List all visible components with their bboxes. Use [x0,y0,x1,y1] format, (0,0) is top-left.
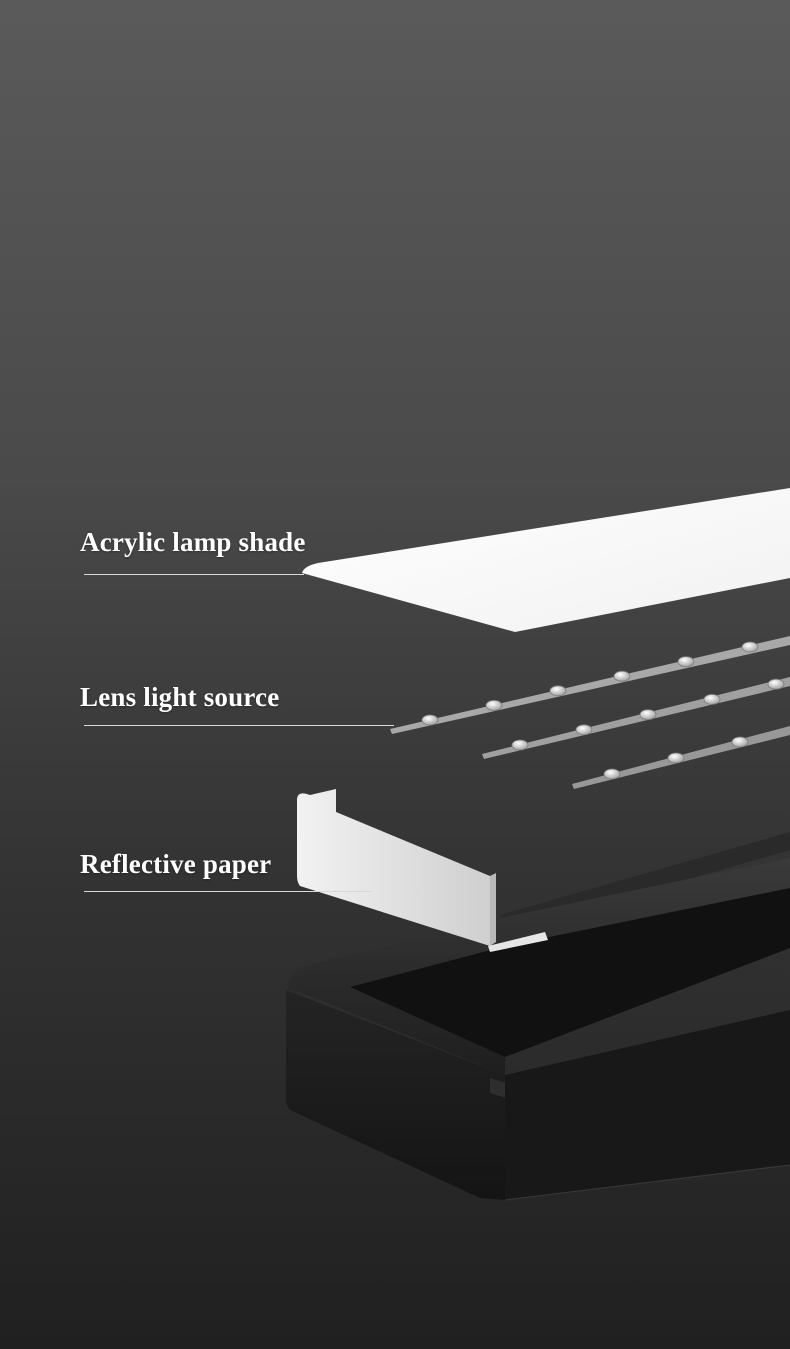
led-lens [677,656,695,667]
lens-strip [390,636,790,734]
reflective-paper [297,789,548,952]
led-lens [639,709,657,720]
led-lens [613,670,631,682]
led-lens [767,678,785,690]
led-lens [741,641,759,653]
led-lens [575,724,593,736]
aluminum-housing [286,832,790,1201]
lens-strip [482,677,790,759]
acrylic-leader-line [84,574,304,575]
lens-light-source-label: Lens light source [80,682,280,712]
led-lens [603,768,621,780]
led-lens [549,685,567,697]
reflective-paper-label: Reflective paper [80,849,272,879]
lens-leader-line [84,725,394,726]
reflective-leader-line [84,891,372,892]
lens-strip [572,726,790,789]
led-lens [511,739,529,751]
acrylic-lamp-shade-label: Acrylic lamp shade [80,527,306,557]
led-lens [667,752,685,764]
acrylic-lamp-shade [302,488,790,632]
led-lens [731,736,749,748]
led-lens [421,714,439,726]
led-lens [485,700,503,711]
led-lens [703,694,721,705]
